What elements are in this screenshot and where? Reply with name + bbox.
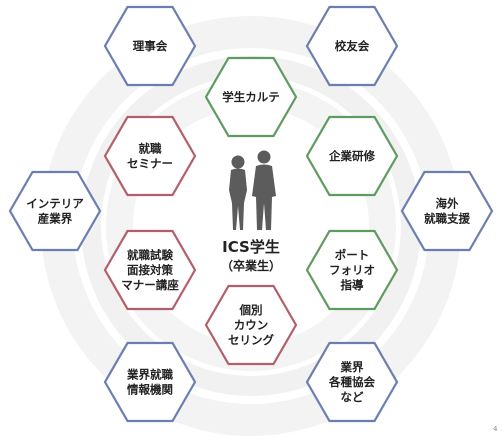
hex-label-line: インテリア [26, 197, 84, 211]
hex-label-line: 個別 [239, 303, 263, 317]
man-silhouette-icon [252, 150, 276, 230]
hex-label-line: 指導 [341, 278, 364, 292]
hex-label-line: 面接対策 [127, 263, 173, 277]
center-group: ICS学生 （卒業生） [221, 150, 281, 273]
hex-label-line: 学生カルテ [222, 90, 280, 104]
hex-node-koyukai: 校友会 [305, 5, 399, 87]
hexagon-shape [103, 115, 197, 197]
hexagon-shape [305, 5, 399, 87]
hex-node-rijikai: 理事会 [103, 5, 197, 87]
hex-label-line: マナー講座 [121, 278, 179, 292]
hexagon-shape [103, 5, 197, 87]
center-title: ICS学生 [222, 238, 280, 256]
inner-disc [133, 108, 369, 344]
hex-label-line: 理事会 [133, 39, 168, 53]
hex-label-line: 業界 [340, 360, 364, 374]
hex-node-karute: 学生カルテ [204, 56, 298, 138]
hexagon-shape [305, 115, 399, 197]
center-subtitle: （卒業生） [221, 258, 281, 273]
corner-mark: 4 [493, 425, 498, 433]
hex-label-line: 海外 [436, 197, 459, 211]
hex-node-kigyo: 企業研修 [305, 115, 399, 197]
hexagon-shape [103, 229, 197, 311]
hexagon-shape [8, 170, 102, 252]
hex-label-line: 業界就職 [126, 368, 173, 382]
hex-label-line: セリング [228, 333, 274, 347]
graduate-silhouette-icon [229, 150, 276, 230]
hexagon-shape [204, 284, 298, 366]
woman-silhouette-icon [229, 155, 247, 230]
hex-label-line: フォリオ [329, 263, 375, 277]
hex-label-line: 就職支援 [424, 212, 470, 226]
hex-label-line: 情報機関 [126, 383, 173, 397]
hexagon-shape [305, 229, 399, 311]
hex-label-line: 校友会 [335, 39, 370, 53]
hex-label-line: など [341, 390, 364, 404]
hex-label-line: 各種協会 [328, 375, 375, 389]
hex-label-line: 就職試験 [127, 248, 173, 262]
hexagon-shape [103, 341, 197, 423]
hex-label-line: 就職 [139, 142, 162, 156]
hex-label-line: ポート [335, 248, 370, 262]
hexagon-shape [305, 341, 399, 423]
hex-label-line: カウン [234, 318, 269, 332]
hexagon-shape [204, 56, 298, 138]
hex-label-line: 企業研修 [328, 149, 375, 163]
hexagon-shape [400, 170, 494, 252]
hex-label-line: 産業界 [38, 212, 73, 226]
hex-label-line: セミナー [127, 157, 173, 171]
